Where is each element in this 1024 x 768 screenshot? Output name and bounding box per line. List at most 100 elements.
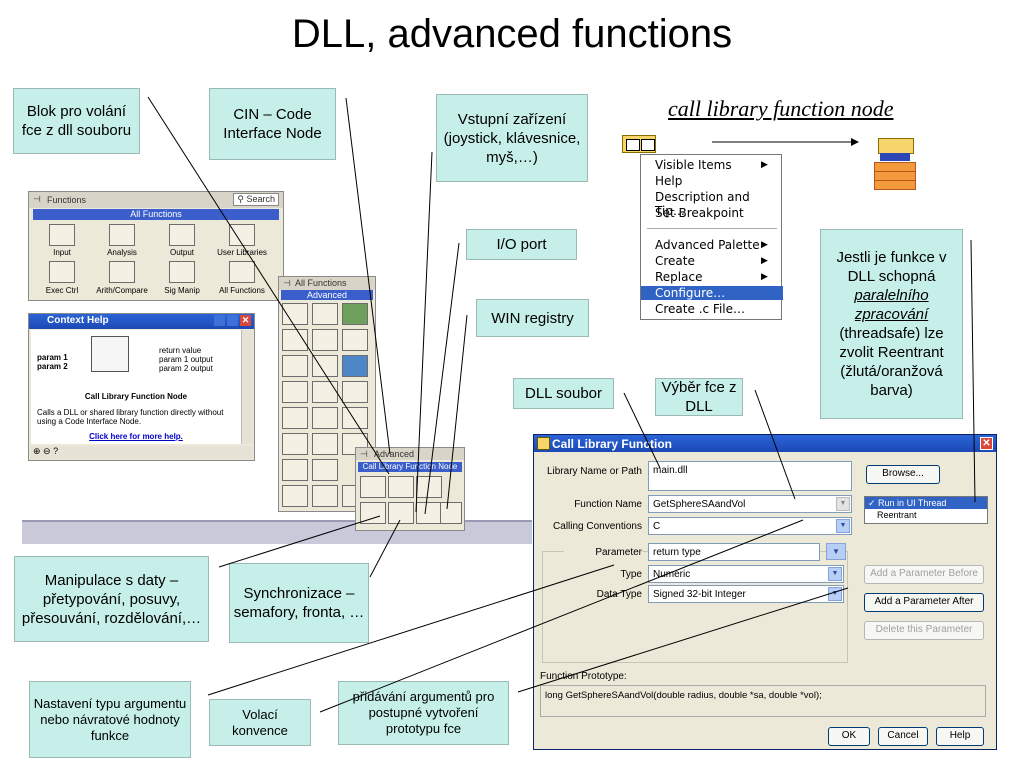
palette-icon[interactable] — [282, 433, 308, 455]
cln-tooltip-bar: Call Library Function Node — [358, 462, 462, 472]
browse-button[interactable]: Browse... — [866, 465, 940, 484]
palette-label-output: Output — [169, 248, 194, 257]
palette-label-analysis: Analysis — [107, 248, 137, 257]
palette-icon[interactable] — [342, 407, 368, 429]
submenu-arrow-icon: ▶ — [761, 272, 768, 282]
pin-icon[interactable]: ⊣ — [33, 194, 41, 204]
add-param-after-button[interactable]: Add a Parameter After — [864, 593, 984, 612]
ok-button[interactable]: OK — [828, 727, 870, 746]
palette-icon[interactable] — [360, 502, 386, 524]
palette-icon[interactable] — [312, 459, 338, 481]
callout-line-sync — [369, 519, 401, 578]
pin-icon[interactable]: ⊣ — [360, 449, 368, 459]
search-button[interactable]: ⚲ Search — [233, 193, 279, 206]
data-type-select[interactable]: Signed 32-bit Integer ▼ — [648, 585, 844, 603]
chevron-down-icon[interactable]: ▼ — [836, 519, 850, 533]
chevron-down-icon[interactable]: ▼ — [828, 567, 842, 581]
palette-icon[interactable] — [342, 355, 368, 377]
palette-icon[interactable] — [282, 329, 308, 351]
functions-title: Functions — [47, 195, 87, 205]
cln-node-icon[interactable] — [622, 135, 656, 153]
close-icon[interactable]: ✕ — [240, 315, 251, 326]
maximize-icon[interactable] — [227, 315, 238, 326]
palette-icon[interactable] — [282, 303, 308, 325]
palette-icon[interactable] — [440, 502, 462, 524]
menu-item-help[interactable]: Help — [655, 174, 683, 188]
palette-icon[interactable] — [312, 433, 338, 455]
all-functions-icon[interactable] — [229, 261, 255, 283]
advanced-title: Advanced — [374, 449, 415, 459]
thread-listbox[interactable]: ✓ Run in UI Thread Reentrant — [864, 496, 988, 524]
cln-configured-node-icon[interactable] — [870, 138, 916, 190]
palette-icon[interactable] — [312, 329, 338, 351]
parameter-field[interactable]: return type — [648, 543, 820, 561]
minimize-icon[interactable] — [214, 315, 225, 326]
cln-palette-icon[interactable] — [388, 476, 414, 498]
context-help-body: param 1 param 2 return value param 1 out… — [31, 330, 241, 444]
input-icon[interactable] — [49, 224, 75, 246]
palette-label-sig-manip: Sig Manip — [164, 286, 200, 295]
help-toolbar-icons[interactable]: ⊕ ⊖ ? — [33, 446, 59, 456]
palette-icon[interactable] — [312, 303, 338, 325]
palette-icon[interactable] — [282, 459, 308, 481]
palette-icon[interactable] — [312, 355, 338, 377]
palette-icon[interactable] — [342, 381, 368, 403]
palette-icon[interactable] — [360, 476, 386, 498]
palette-icon[interactable] — [416, 476, 442, 498]
palette-icon[interactable] — [388, 502, 414, 524]
palette-icon[interactable] — [282, 407, 308, 429]
menu-item-visible-items[interactable]: Visible Items — [655, 158, 732, 172]
note-vyber-fce: Výběr fce z DLL — [655, 378, 743, 416]
menu-item-create-c-file[interactable]: Create .c File… — [655, 302, 745, 316]
menu-item-create[interactable]: Create — [655, 254, 695, 268]
palette-icon[interactable] — [282, 485, 308, 507]
menu-item-replace[interactable]: Replace — [655, 270, 703, 284]
palette-icon[interactable] — [282, 381, 308, 403]
cancel-button[interactable]: Cancel — [878, 727, 928, 746]
chevron-down-icon[interactable]: ▼ — [836, 497, 850, 511]
thread-option-reentrant[interactable]: Reentrant — [877, 510, 917, 520]
palette-icon[interactable] — [342, 329, 368, 351]
menu-item-set-breakpoint[interactable]: Set Breakpoint — [655, 206, 744, 220]
pin-icon[interactable]: ⊣ — [283, 278, 291, 288]
function-name-select[interactable]: GetSphereSAandVol ▼ — [648, 495, 852, 513]
palette-icon[interactable] — [342, 303, 368, 325]
calling-conv-select[interactable]: C ▼ — [648, 517, 852, 535]
function-name-value: GetSphereSAandVol — [653, 499, 746, 510]
palette-icon[interactable] — [312, 381, 338, 403]
note-blok: Blok pro volání fce z dll souboru — [13, 88, 140, 154]
menu-item-configure[interactable]: Configure… — [641, 286, 783, 300]
add-param-before-button[interactable]: Add a Parameter Before — [864, 565, 984, 584]
help-scrollbar[interactable] — [241, 330, 253, 444]
dll-glyph-icon — [626, 139, 640, 151]
close-icon[interactable]: ✕ — [980, 437, 993, 450]
advanced-bar: Advanced — [281, 290, 373, 300]
palette-icon[interactable] — [312, 407, 338, 429]
thread-option-ui[interactable]: ✓ Run in UI Thread — [865, 497, 987, 509]
output-icon[interactable] — [169, 224, 195, 246]
analysis-icon[interactable] — [109, 224, 135, 246]
palette-label-input: Input — [53, 248, 71, 257]
type-select[interactable]: Numeric ▼ — [648, 565, 844, 583]
sig-manip-icon[interactable] — [169, 261, 195, 283]
library-path-field[interactable]: main.dll — [648, 461, 852, 491]
parameter-dropdown-button[interactable]: ▼ — [826, 543, 846, 560]
search-icon: ⚲ — [237, 194, 244, 204]
menu-item-advanced-palette[interactable]: Advanced Palette — [655, 238, 760, 252]
callout-line-blok — [147, 96, 390, 475]
palette-icon[interactable] — [312, 485, 338, 507]
user-libraries-icon[interactable] — [229, 224, 255, 246]
exec-ctrl-icon[interactable] — [49, 261, 75, 283]
help-link[interactable]: Click here for more help. — [89, 432, 183, 441]
menu-divider — [647, 228, 777, 229]
palette-icon[interactable] — [282, 355, 308, 377]
arith-compare-icon[interactable] — [109, 261, 135, 283]
menu-item-description[interactable]: Description and Tip… — [655, 190, 750, 218]
callout-line-dll — [623, 392, 661, 469]
functions-palette: ⊣ Functions ⚲ Search All Functions Input… — [28, 191, 284, 301]
delete-param-button[interactable]: Delete this Parameter — [864, 621, 984, 640]
callout-line-io — [424, 242, 460, 515]
help-description: Calls a DLL or shared library function d… — [37, 408, 224, 426]
help-button[interactable]: Help — [936, 727, 984, 746]
